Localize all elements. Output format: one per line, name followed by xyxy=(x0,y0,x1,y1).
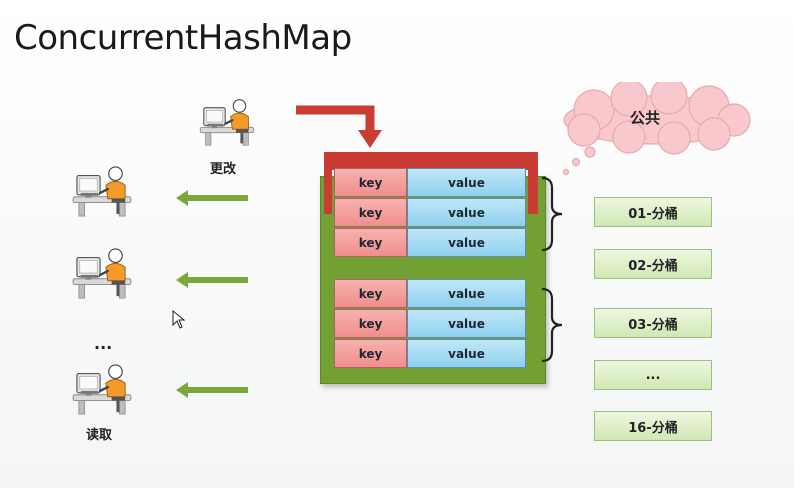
segment-2: key value key value key value xyxy=(334,279,528,368)
reader-person-icon xyxy=(71,363,133,416)
value-cell: value xyxy=(407,228,526,257)
bucket-box: 02-分桶 xyxy=(594,249,712,279)
segment-row: key value xyxy=(334,279,528,308)
value-cell: value xyxy=(407,339,526,368)
bucket-box: 03-分桶 xyxy=(594,308,712,338)
segment-lock-left xyxy=(324,152,332,214)
reader-ellipsis: ... xyxy=(94,334,113,353)
value-cell: value xyxy=(407,198,526,227)
red-lock-arrow-icon xyxy=(296,105,382,148)
segment-1: key value key value key value xyxy=(334,168,528,257)
key-cell: key xyxy=(334,309,407,338)
reader-person-icon xyxy=(71,165,133,218)
writer-label: 更改 xyxy=(210,162,237,177)
key-cell: key xyxy=(334,339,407,368)
green-arrow-left-icon xyxy=(176,382,248,398)
key-cell: key xyxy=(334,228,407,257)
value-cell: value xyxy=(407,309,526,338)
key-cell: key xyxy=(334,168,407,197)
segment-row: key value xyxy=(334,309,528,338)
key-cell: key xyxy=(334,198,407,227)
value-cell: value xyxy=(407,279,526,308)
segment-row: key value xyxy=(334,168,528,197)
green-arrow-left-icon xyxy=(176,190,248,206)
segment-lock-bar xyxy=(324,152,538,170)
reader-label: 读取 xyxy=(86,428,113,443)
mouse-pointer-icon xyxy=(172,310,186,329)
brace-icon xyxy=(541,176,563,252)
segment-row: key value xyxy=(334,228,528,257)
segment-lock-right xyxy=(528,152,538,214)
key-cell: key xyxy=(334,279,407,308)
cloud-label: 公共 xyxy=(630,109,661,127)
segment-row: key value xyxy=(334,339,528,368)
writer-person-icon xyxy=(198,98,256,147)
page-title: ConcurrentHashMap xyxy=(14,18,352,58)
value-cell: value xyxy=(407,168,526,197)
bucket-box: 16-分桶 xyxy=(594,411,712,441)
green-arrow-left-icon xyxy=(176,272,248,288)
brace-icon xyxy=(541,287,563,363)
bucket-box: 01-分桶 xyxy=(594,197,712,227)
cloud-icon xyxy=(562,82,751,176)
segment-row: key value xyxy=(334,198,528,227)
bucket-box: ... xyxy=(594,360,712,390)
reader-person-icon xyxy=(71,247,133,300)
